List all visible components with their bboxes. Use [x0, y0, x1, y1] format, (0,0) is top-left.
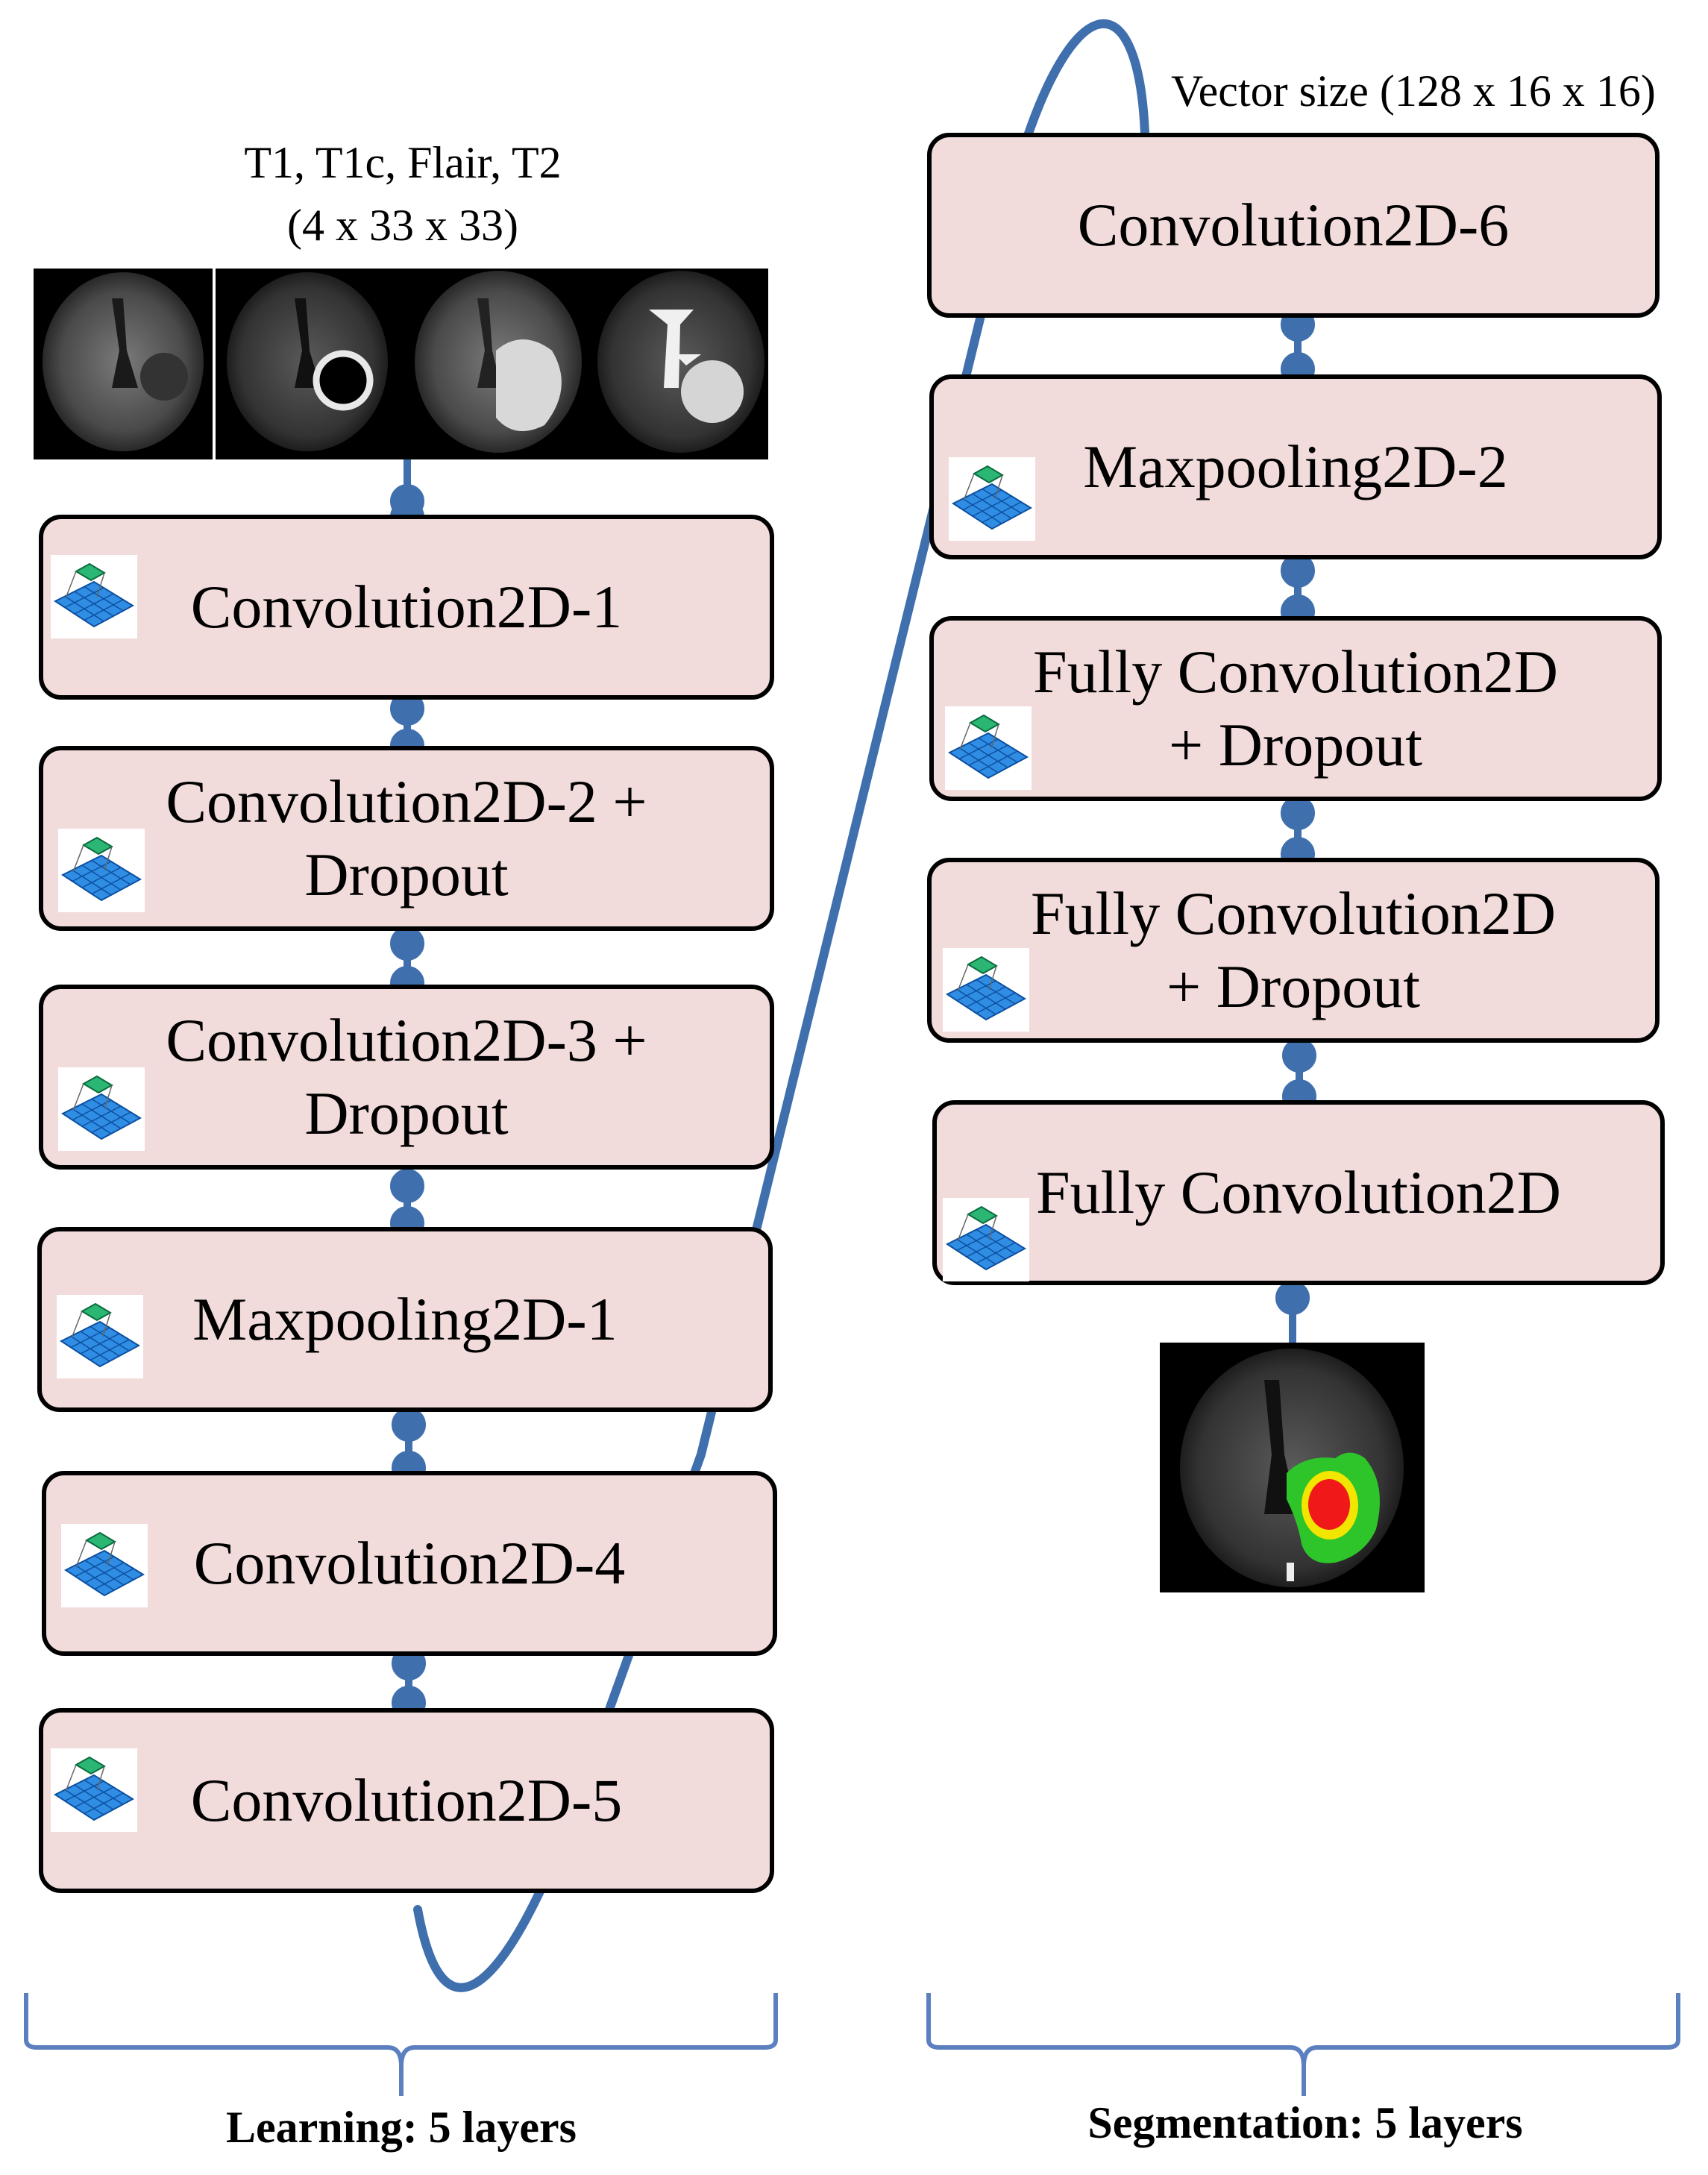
feature-map-icon: [58, 829, 145, 912]
output-segmentation-image: [1160, 1343, 1425, 1592]
feature-map-glyph: [60, 836, 142, 902]
input-shape-text: (4 x 33 x 33): [287, 201, 518, 250]
feature-map-icon: [57, 1295, 143, 1378]
layer-label: Maxpooling2D-2: [1083, 432, 1508, 500]
vector-size-label: Vector size (128 x 16 x 16): [1171, 66, 1656, 116]
layer-label: Fully Convolution2D: [1036, 1158, 1561, 1226]
layer-label: Convolution2D-4: [193, 1528, 626, 1597]
feature-map-glyph: [53, 1756, 135, 1821]
layer-label: Convolution2D-6: [1077, 190, 1510, 259]
layer-convolution2d-1[interactable]: Convolution2D-1: [39, 515, 774, 700]
feature-map-icon: [943, 948, 1029, 1032]
mri-flair-image: [415, 271, 582, 453]
layer-fully-convolution2d-dropout-1[interactable]: Fully Convolution2D + Dropout: [929, 616, 1662, 801]
layer-label: Convolution2D-3 + Dropout: [166, 1005, 647, 1147]
layer-maxpooling2d-1[interactable]: Maxpooling2D-1: [37, 1227, 773, 1412]
feature-map-icon: [51, 555, 137, 638]
learning-section-label: Learning: 5 layers: [226, 2103, 577, 2152]
segmentation-brace: [926, 1993, 1680, 2096]
feature-map-icon: [945, 706, 1032, 790]
layer-convolution2d-3-dropout[interactable]: Convolution2D-3 + Dropout: [39, 985, 774, 1170]
feature-map-glyph: [59, 1302, 141, 1368]
layer-label: Convolution2D-5: [190, 1766, 623, 1834]
layer-label: Convolution2D-2 + Dropout: [166, 767, 647, 908]
connector-loop: [413, 19, 1149, 1992]
layer-label: Fully Convolution2D + Dropout: [1031, 879, 1556, 1020]
layer-convolution2d-2-dropout[interactable]: Convolution2D-2 + Dropout: [39, 746, 774, 931]
layer-convolution2d-4[interactable]: Convolution2D-4: [42, 1471, 777, 1656]
mri-t1-image: [43, 272, 204, 451]
layer-maxpooling2d-2[interactable]: Maxpooling2D-2: [929, 374, 1662, 559]
feature-map-glyph: [947, 714, 1029, 779]
feature-map-glyph: [53, 562, 135, 628]
learning-brace: [24, 1993, 778, 2096]
layer-fully-convolution2d[interactable]: Fully Convolution2D: [932, 1100, 1665, 1285]
feature-map-icon: [61, 1524, 148, 1607]
layer-label: Fully Convolution2D + Dropout: [1033, 637, 1558, 779]
segmentation-section-label: Segmentation: 5 layers: [1087, 2098, 1523, 2147]
feature-map-glyph: [63, 1531, 145, 1597]
feature-map-icon: [58, 1067, 145, 1151]
modalities-text: T1, T1c, Flair, T2: [244, 138, 562, 187]
feature-map-icon: [943, 1198, 1029, 1281]
feature-map-glyph: [951, 465, 1033, 530]
input-modalities-label: T1, T1c, Flair, T2 (4 x 33 x 33): [179, 131, 627, 257]
feature-map-glyph: [945, 1205, 1027, 1271]
input-mri-images: [34, 269, 768, 459]
mri-t2-image: [597, 271, 764, 453]
layer-fully-convolution2d-dropout-2[interactable]: Fully Convolution2D + Dropout: [927, 858, 1660, 1043]
layer-label: Convolution2D-1: [190, 572, 623, 641]
layer-convolution2d-6[interactable]: Convolution2D-6: [927, 133, 1660, 318]
feature-map-glyph: [60, 1075, 142, 1140]
feature-map-icon: [949, 457, 1035, 541]
layer-label: Maxpooling2D-1: [192, 1284, 618, 1353]
feature-map-icon: [51, 1748, 137, 1832]
mri-t1c-image: [213, 269, 388, 459]
feature-map-glyph: [945, 955, 1027, 1021]
layer-convolution2d-5[interactable]: Convolution2D-5: [39, 1708, 774, 1893]
